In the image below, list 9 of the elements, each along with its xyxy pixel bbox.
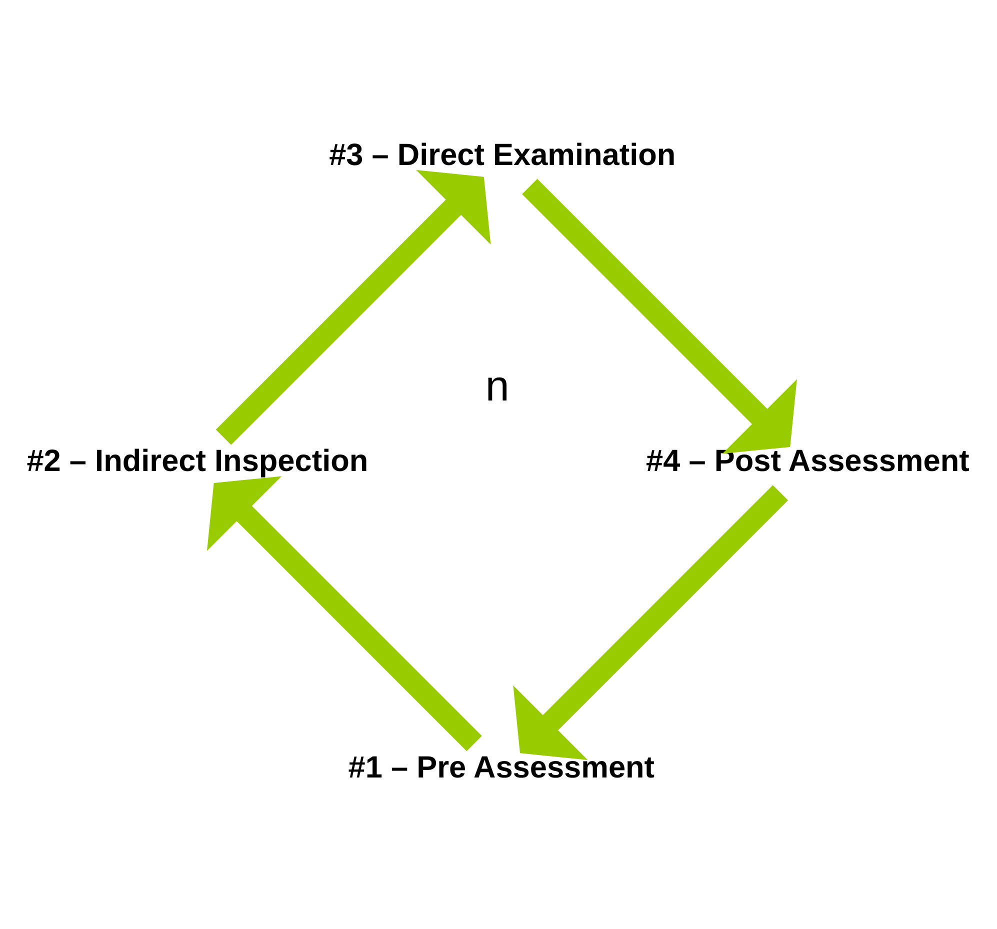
arrow bbox=[216, 169, 491, 444]
node-text: #1 – Pre Assessment bbox=[348, 748, 655, 784]
node-text: #2 – Indirect Inspection bbox=[26, 442, 368, 478]
arrow bbox=[206, 476, 482, 751]
arrow bbox=[513, 484, 788, 760]
node-text: #4 – Post Assessment bbox=[646, 442, 970, 478]
label: n bbox=[485, 362, 510, 410]
arrow bbox=[522, 178, 797, 454]
node-text: #3 – Direct Examination bbox=[329, 136, 676, 172]
